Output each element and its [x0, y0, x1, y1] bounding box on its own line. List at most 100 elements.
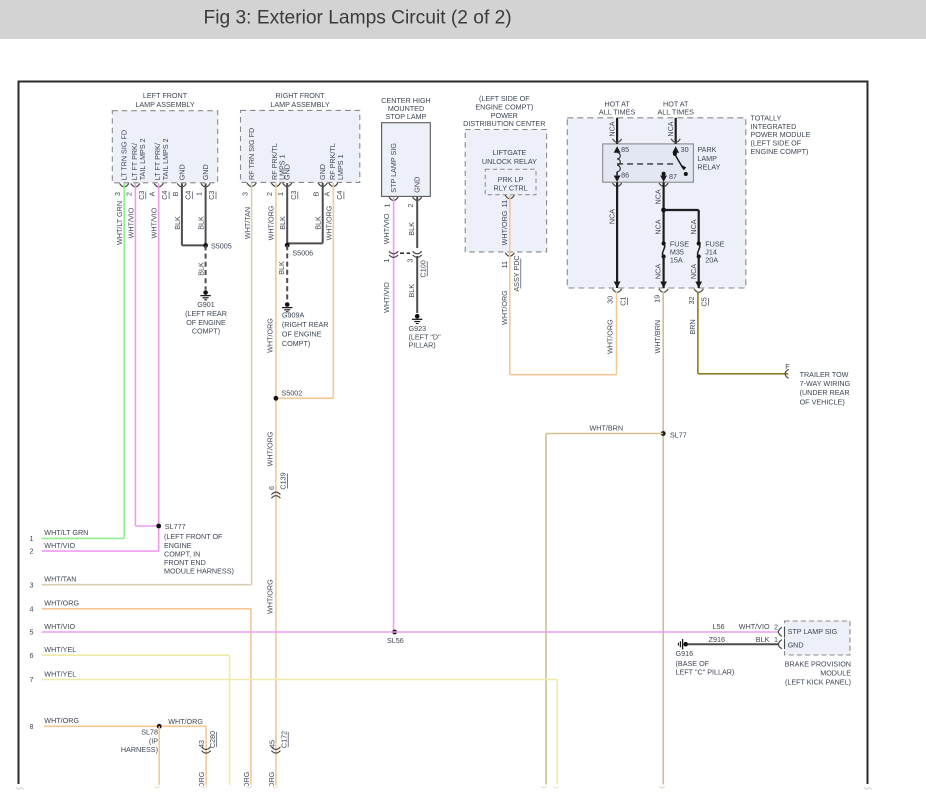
svg-text:GND: GND — [201, 164, 210, 180]
svg-text:MODULE HARNESS): MODULE HARNESS) — [164, 567, 234, 576]
svg-text:WHT/YEL: WHT/YEL — [44, 645, 76, 654]
svg-text:WHT/ORG: WHT/ORG — [324, 205, 333, 240]
svg-text:G923: G923 — [409, 324, 427, 333]
svg-text:WHT/ORG: WHT/ORG — [265, 579, 274, 614]
svg-text:RF PRK/TL: RF PRK/TL — [270, 143, 279, 180]
svg-text:C1: C1 — [619, 297, 628, 306]
svg-text:NCA: NCA — [689, 264, 698, 279]
svg-text:C100: C100 — [418, 260, 427, 277]
svg-text:ASSY PDC: ASSY PDC — [512, 255, 521, 291]
svg-text:STOP LAMP: STOP LAMP — [386, 112, 427, 121]
svg-text:Fig 3: Exterior Lamps Circuit: Fig 3: Exterior Lamps Circuit (2 of 2) — [204, 8, 512, 29]
svg-text:BLK: BLK — [407, 284, 416, 298]
svg-text:2: 2 — [124, 192, 133, 196]
svg-text:PILLAR): PILLAR) — [409, 341, 436, 350]
svg-text:WHT/VIO: WHT/VIO — [739, 622, 770, 631]
svg-text:6: 6 — [30, 651, 34, 660]
svg-text:HOT AT: HOT AT — [663, 100, 689, 109]
svg-text:45: 45 — [268, 740, 277, 748]
svg-text:L56: L56 — [713, 622, 725, 631]
svg-text:BLK: BLK — [197, 216, 206, 230]
svg-text:LT TRN SIG FD: LT TRN SIG FD — [120, 130, 129, 180]
svg-text:SL56: SL56 — [387, 636, 404, 645]
svg-text:3: 3 — [241, 192, 250, 196]
svg-text:INTEGRATED: INTEGRATED — [751, 122, 797, 131]
svg-text:1: 1 — [383, 204, 392, 208]
svg-text:7: 7 — [30, 675, 34, 684]
svg-text:S5006: S5006 — [292, 249, 313, 258]
svg-text:G916: G916 — [676, 649, 694, 658]
svg-text:C5: C5 — [700, 297, 709, 306]
svg-text:SL78: SL78 — [141, 728, 158, 737]
svg-text:ENGINE COMPT): ENGINE COMPT) — [751, 147, 809, 156]
svg-text:BLK: BLK — [173, 216, 182, 230]
svg-text:NCA: NCA — [689, 219, 698, 234]
svg-text:7-WAY WIRING: 7-WAY WIRING — [800, 379, 851, 388]
svg-text:LAMP ASSEMBLY: LAMP ASSEMBLY — [270, 100, 329, 109]
svg-text:COMPT, IN: COMPT, IN — [164, 550, 200, 559]
svg-text:B: B — [171, 191, 180, 196]
svg-text:FUSE: FUSE — [670, 239, 689, 248]
svg-text:A: A — [148, 191, 157, 196]
svg-text:WHT/VIO: WHT/VIO — [382, 282, 391, 313]
svg-text:C139: C139 — [279, 472, 288, 489]
svg-text:SL777: SL777 — [165, 522, 186, 531]
svg-text:C4: C4 — [335, 191, 344, 200]
svg-text:86: 86 — [621, 171, 629, 180]
svg-text:NCA: NCA — [607, 121, 616, 136]
svg-text:3: 3 — [30, 580, 34, 589]
svg-text:TAIL LMPS 2: TAIL LMPS 2 — [138, 138, 147, 180]
svg-text:11: 11 — [500, 261, 509, 268]
svg-text:RF PRK/TL: RF PRK/TL — [328, 143, 337, 180]
svg-text:87: 87 — [669, 172, 677, 181]
svg-text:ALL TIMES: ALL TIMES — [599, 108, 636, 117]
svg-text:3: 3 — [406, 259, 415, 263]
svg-text:C3: C3 — [207, 191, 216, 200]
svg-text:WHT/ORG: WHT/ORG — [500, 290, 509, 325]
svg-text:G901: G901 — [197, 300, 215, 309]
svg-text:LEFT "C" PILLAR): LEFT "C" PILLAR) — [676, 668, 735, 677]
svg-text:1: 1 — [774, 635, 778, 644]
svg-text:WHT/YEL: WHT/YEL — [44, 669, 76, 678]
svg-text:PRK LP: PRK LP — [498, 175, 524, 184]
svg-text:WHT/ORG: WHT/ORG — [44, 599, 79, 608]
svg-text:OF ENGINE: OF ENGINE — [282, 330, 322, 339]
svg-text:WHT/LT GRN: WHT/LT GRN — [115, 201, 124, 245]
svg-text:LMPS 1: LMPS 1 — [336, 154, 345, 180]
svg-text:2: 2 — [774, 622, 778, 631]
svg-text:HARNESS): HARNESS) — [121, 745, 158, 754]
svg-text:OF ENGINE: OF ENGINE — [186, 318, 226, 327]
svg-text:ENGINE: ENGINE — [164, 541, 192, 550]
svg-text:S5005: S5005 — [211, 241, 232, 250]
svg-text:ENGINE COMPT): ENGINE COMPT) — [475, 102, 533, 111]
svg-text:WHT/TAN: WHT/TAN — [44, 575, 76, 584]
svg-text:2: 2 — [30, 547, 34, 556]
svg-text:NCA: NCA — [666, 121, 675, 136]
svg-text:WHT/VIO: WHT/VIO — [44, 541, 75, 550]
svg-text:85: 85 — [621, 145, 629, 154]
svg-text:WHT/ORG: WHT/ORG — [168, 717, 203, 726]
svg-text:GND: GND — [788, 640, 804, 649]
svg-text:LAMP: LAMP — [697, 154, 717, 163]
svg-text:TOTALLY: TOTALLY — [751, 113, 782, 122]
svg-text:RF TRN SIG FD: RF TRN SIG FD — [247, 128, 256, 180]
svg-text:WHT/BRN: WHT/BRN — [653, 320, 662, 354]
svg-text:BLK: BLK — [196, 262, 205, 276]
svg-text:A: A — [322, 191, 331, 196]
svg-text:CENTER HIGH: CENTER HIGH — [381, 96, 431, 105]
svg-text:HOT AT: HOT AT — [604, 100, 630, 109]
svg-text:3: 3 — [113, 192, 122, 196]
svg-text:(UNDER REAR: (UNDER REAR — [800, 388, 850, 397]
svg-text:(LEFT SIDE OF: (LEFT SIDE OF — [479, 94, 530, 103]
svg-text:(LEFT SIDE OF: (LEFT SIDE OF — [751, 138, 802, 147]
svg-text:BLK: BLK — [407, 222, 416, 236]
svg-text:(IP: (IP — [149, 736, 158, 745]
svg-text:WHT/VIO: WHT/VIO — [44, 622, 75, 631]
svg-text:NCA: NCA — [654, 219, 663, 234]
svg-text:C3: C3 — [137, 191, 146, 200]
svg-text:RELAY: RELAY — [697, 163, 720, 172]
svg-text:WHT/VIO: WHT/VIO — [150, 207, 159, 238]
svg-text:WHT/ORG: WHT/ORG — [265, 318, 274, 353]
svg-text:19: 19 — [652, 295, 661, 303]
svg-text:COMPT): COMPT) — [282, 339, 310, 348]
